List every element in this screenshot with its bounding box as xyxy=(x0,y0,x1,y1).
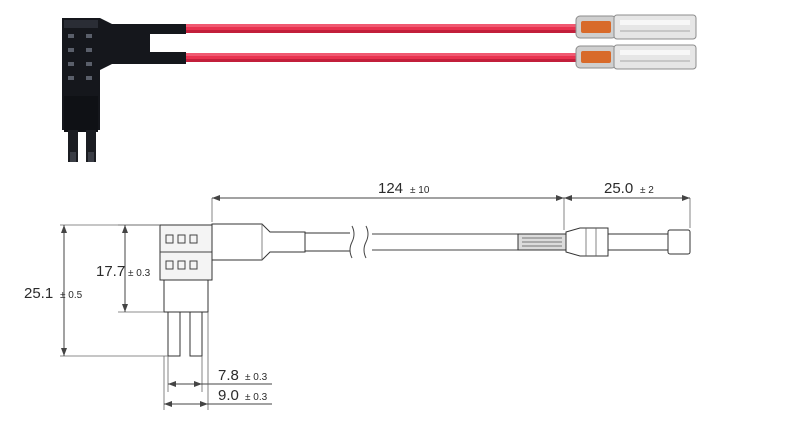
blade-width-tolerance: ± 0.3 xyxy=(245,372,268,383)
terminal-length-value: 25.0 xyxy=(604,180,633,197)
terminal-length-tolerance: ± 2 xyxy=(640,185,654,196)
terminal-top xyxy=(575,14,697,40)
dimension-body-width: 9.0 ± 0.3 xyxy=(163,312,272,410)
fuse-blades xyxy=(68,130,96,162)
dimension-terminal-length: 25.0 ± 2 xyxy=(564,180,691,228)
body-width-tolerance: ± 0.3 xyxy=(245,392,268,403)
blade-width-value: 7.8 xyxy=(218,367,239,384)
body-height-value: 17.7 xyxy=(96,263,125,280)
total-height-value: 25.1 xyxy=(24,285,53,302)
drawing-terminal xyxy=(517,227,691,257)
body-width-value: 9.0 xyxy=(218,387,239,404)
body-height-tolerance: ± 0.3 xyxy=(128,268,151,279)
red-wire-bottom xyxy=(178,53,583,62)
wire-length-value: 124 xyxy=(378,180,403,197)
fuse-tap-body xyxy=(62,18,186,132)
total-height-tolerance: ± 0.5 xyxy=(60,290,83,301)
product-photo xyxy=(62,14,697,162)
drawing-fuse-body xyxy=(159,224,213,357)
dimension-body-height: 17.7 ± 0.3 xyxy=(96,224,164,313)
technical-drawing: 124 ± 10 25.0 ± 2 25.1 ± 0.5 xyxy=(24,180,691,410)
dimension-wire-length: 124 ± 10 xyxy=(211,180,565,230)
terminal-bottom xyxy=(575,44,697,70)
red-wire-top xyxy=(178,24,583,33)
drawing-wire xyxy=(349,225,520,259)
dimension-blade-width: 7.8 ± 0.3 xyxy=(167,356,272,392)
drawing-wire-housing xyxy=(211,223,356,261)
dimension-total-height: 25.1 ± 0.5 xyxy=(24,224,168,357)
wire-length-tolerance: ± 10 xyxy=(410,185,430,196)
